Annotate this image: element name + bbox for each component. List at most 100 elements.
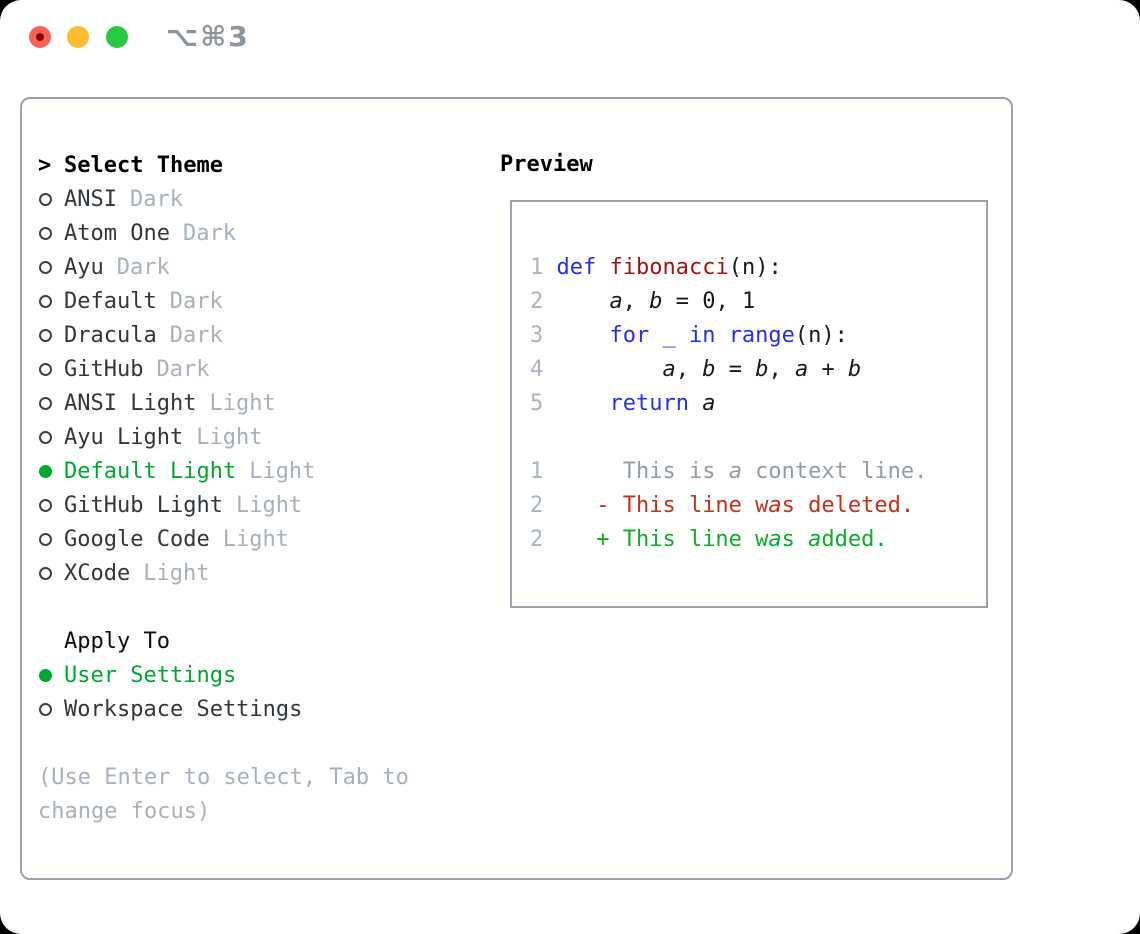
theme-name: Ayu [64, 254, 104, 280]
theme-variant-label: Dark [129, 186, 183, 212]
code-token: s [781, 527, 809, 552]
theme-name: Atom One [64, 220, 170, 246]
close-button[interactable] [29, 26, 51, 48]
code-token: = [715, 357, 756, 382]
theme-variant-label: Light [143, 560, 210, 586]
window-title-shortcut: ⌥⌘3 [166, 20, 250, 53]
preview-line: 1 This is a context line. [530, 455, 986, 489]
line-number: 2 [530, 493, 544, 518]
code-token: - This line w [543, 493, 769, 518]
focus-prompt: > [38, 152, 52, 178]
theme-list-item[interactable]: ANSI Light Light [38, 386, 409, 420]
theme-name: Ayu Light [64, 424, 184, 450]
title-bar: ⌥⌘3 [0, 0, 1140, 74]
apply-to-list: User Settings Workspace Settings [38, 658, 409, 726]
radio-icon [39, 430, 52, 444]
theme-variant-label: Dark [182, 220, 236, 246]
code-token: return [609, 391, 689, 416]
apply-to-option[interactable]: User Settings [38, 658, 409, 692]
line-number: 1 [530, 255, 544, 280]
theme-list-item[interactable]: Atom One Dark [38, 216, 409, 250]
theme-list-item[interactable]: Default Light Light [38, 454, 409, 488]
code-token [543, 289, 609, 314]
radio-icon [39, 566, 52, 580]
theme-list-item[interactable]: Dracula Dark [38, 318, 409, 352]
preview-line: 4 a, b = b, a + b [530, 353, 986, 387]
preview-line: 2 - This line was deleted. [530, 489, 986, 523]
theme-name: Default Light [64, 458, 237, 484]
theme-name: ANSI [64, 186, 117, 212]
radio-icon [39, 464, 52, 478]
radio-icon [39, 702, 52, 716]
theme-list-item[interactable]: Ayu Light Light [38, 420, 409, 454]
preview-line: 3 for _ in range(n): [530, 319, 986, 353]
theme-name: GitHub Light [64, 492, 223, 518]
apply-to-option[interactable]: Workspace Settings [38, 692, 409, 726]
code-token [543, 255, 556, 280]
theme-variant-label: Dark [156, 356, 210, 382]
theme-list-item[interactable]: ANSI Dark [38, 182, 409, 216]
code-token [596, 255, 609, 280]
theme-variant-label: Light [209, 390, 276, 416]
code-token: a [794, 357, 809, 382]
code-token: def [556, 255, 597, 280]
code-token: a [609, 289, 623, 314]
hint-line-1: (Use Enter to select, Tab to [38, 764, 409, 790]
code-token: (n): [728, 255, 782, 280]
preview-header: Preview [500, 152, 593, 177]
code-token: a [808, 527, 822, 552]
code-token: b [847, 357, 862, 382]
minimize-button[interactable] [67, 26, 89, 48]
preview-line: 2 + This line was added. [530, 523, 986, 557]
theme-variant-label: Dark [169, 288, 223, 314]
code-token: b [649, 289, 663, 314]
preview-line: 2 a, b = 0, 1 [530, 285, 986, 319]
radio-icon [39, 498, 52, 512]
radio-icon [39, 226, 52, 240]
theme-name: XCode [64, 560, 131, 586]
theme-name: Default [64, 288, 157, 314]
line-number: 5 [530, 391, 544, 416]
theme-picker-panel: > Select Theme ANSI Dark Atom One Dark A… [20, 97, 1013, 880]
code-token: fibonacci [609, 255, 729, 280]
apply-to-option-label: User Settings [64, 662, 237, 688]
code-token: , [675, 357, 703, 382]
theme-variant-label: Dark [116, 254, 170, 280]
code-token: for _ in range [609, 323, 795, 348]
theme-list-item[interactable]: Ayu Dark [38, 250, 409, 284]
theme-list-item[interactable]: GitHub Dark [38, 352, 409, 386]
code-token: a [768, 527, 782, 552]
line-number: 2 [530, 527, 544, 552]
theme-variant-label: Light [235, 492, 303, 518]
theme-picker-column: > Select Theme ANSI Dark Atom One Dark A… [38, 148, 409, 828]
apply-to-option-label: Workspace Settings [64, 696, 303, 722]
code-token: dded. [821, 527, 888, 552]
theme-list: ANSI Dark Atom One Dark Ayu Dark Default… [38, 182, 409, 590]
hint-line-2: change focus) [38, 798, 211, 824]
radio-icon [39, 668, 52, 682]
theme-list-item[interactable]: Default Dark [38, 284, 409, 318]
code-token: , [768, 357, 795, 382]
zoom-button[interactable] [106, 26, 128, 48]
code-token [543, 391, 609, 416]
theme-name: GitHub [64, 356, 144, 382]
code-token: = 0, 1 [662, 289, 756, 314]
code-token: a [768, 493, 782, 518]
radio-icon [39, 396, 52, 410]
line-number: 1 [530, 459, 544, 484]
line-number: 2 [530, 289, 544, 314]
theme-variant-label: Light [249, 458, 316, 484]
theme-list-item[interactable]: XCode Light [38, 556, 409, 590]
code-token: , [622, 289, 650, 314]
radio-icon [39, 294, 52, 308]
theme-list-item[interactable]: GitHub Light Light [38, 488, 409, 522]
apply-to-header-row: Apply To [38, 624, 409, 658]
theme-list-item[interactable]: Google Code Light [38, 522, 409, 556]
radio-icon [39, 192, 52, 206]
line-number: 4 [530, 357, 544, 382]
code-token [543, 357, 662, 382]
theme-variant-label: Dark [169, 322, 223, 348]
